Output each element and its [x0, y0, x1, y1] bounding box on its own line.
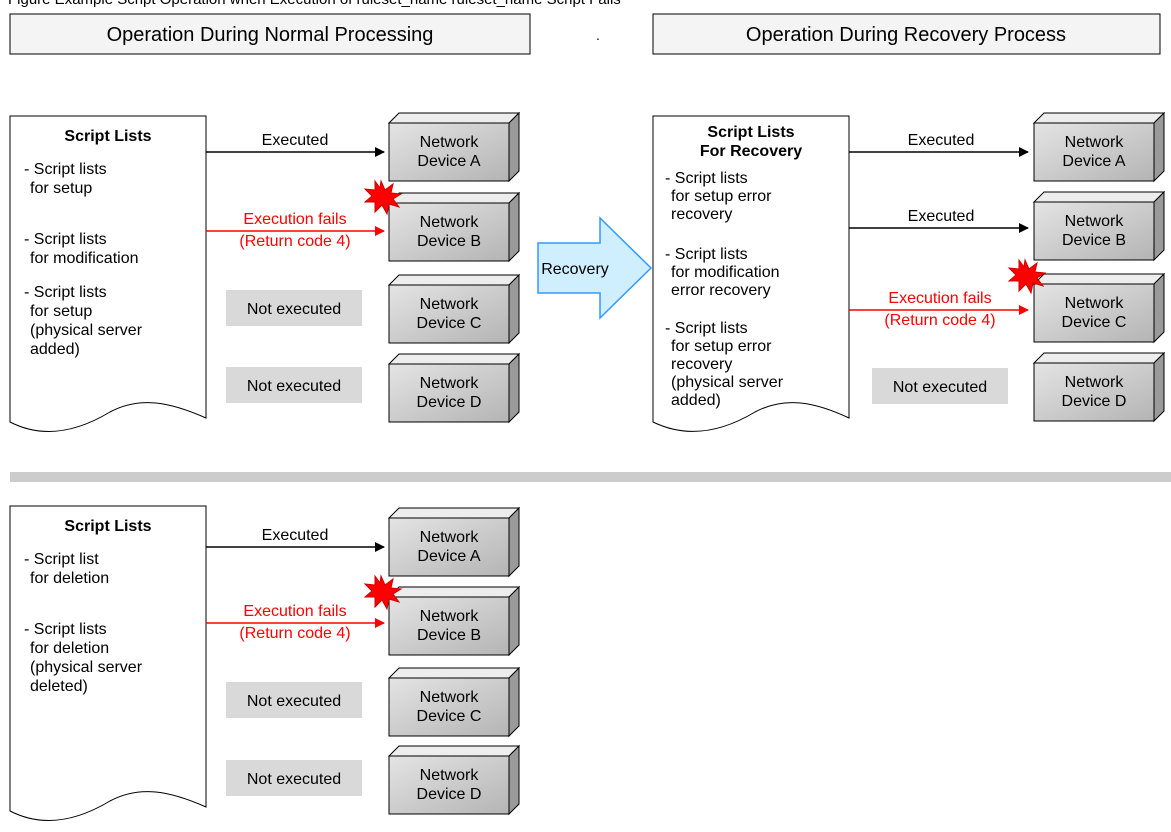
status-not-executed: Not executed [247, 378, 341, 395]
status-execution-fails: Execution fails(Return code 4) [239, 603, 350, 642]
not-executed-bg [226, 760, 362, 796]
status-executed: Executed [262, 527, 329, 544]
status-not-executed: Not executed [893, 379, 987, 396]
script-list-title-normal: Script Lists [64, 128, 151, 145]
recovery-arrow-label: Recovery [541, 261, 609, 278]
status-execution-fails: Execution fails(Return code 4) [884, 290, 995, 329]
header-recovery: Operation During Recovery Process [652, 13, 1161, 55]
not-executed-bg [872, 368, 1008, 404]
error-burst-icon [363, 179, 403, 216]
recovery-arrow: Recovery [537, 216, 653, 320]
figure-caption: Figure Example Script Operation when Exe… [8, 0, 621, 8]
recovery-arrow-shape [537, 216, 653, 320]
header-recovery-box [652, 13, 1161, 55]
section-divider [10, 472, 1171, 482]
header-normal-box [9, 13, 531, 55]
header-normal: Operation During Normal Processing [9, 13, 531, 55]
script-list-title-deletion: Script Lists [64, 518, 151, 535]
header-separator-dot: . [596, 27, 600, 43]
script-list-doc-recovery [652, 115, 850, 432]
not-executed-bg [226, 367, 362, 403]
header-recovery-label: Operation During Recovery Process [746, 24, 1066, 46]
status-not-executed: Not executed [247, 771, 341, 788]
script-list-doc-normal [9, 115, 207, 432]
error-burst-icon [363, 574, 403, 611]
header-normal-label: Operation During Normal Processing [107, 24, 434, 46]
status-executed: Executed [908, 208, 975, 225]
not-executed-bg [226, 290, 362, 326]
status-not-executed: Not executed [247, 693, 341, 710]
status-executed: Executed [908, 132, 975, 149]
script-list-doc-deletion [9, 505, 207, 821]
status-not-executed: Not executed [247, 301, 341, 318]
not-executed-bg [226, 682, 362, 718]
status-execution-fails: Execution fails(Return code 4) [239, 211, 350, 250]
error-burst-icon [1007, 258, 1047, 295]
status-executed: Executed [262, 132, 329, 149]
